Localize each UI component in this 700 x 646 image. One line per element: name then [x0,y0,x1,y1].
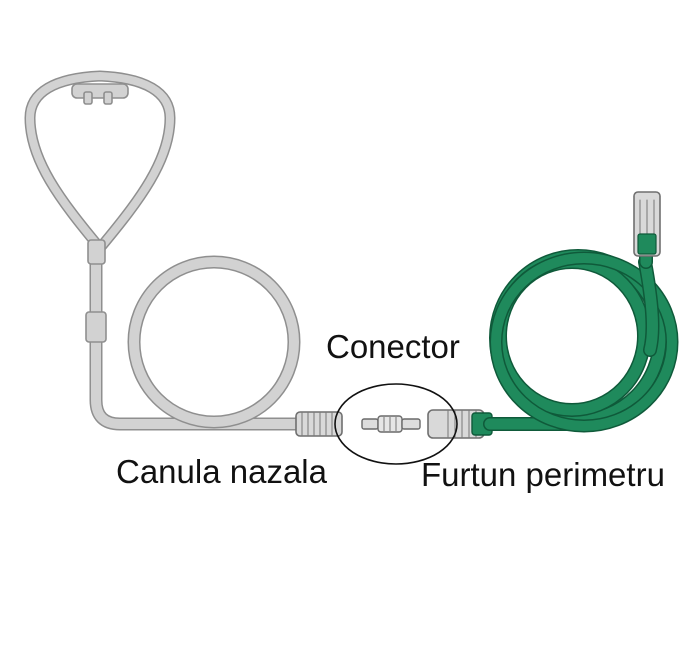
nasal-cannula-icon [24,70,343,437]
perimeter-tube-icon [427,191,679,439]
perimeter-tube-label: Furtun perimetru [421,456,665,493]
connector-highlight [334,383,458,465]
connector-label: Conector [326,328,460,365]
connector-icon [361,415,421,433]
nasal-cannula-label: Canula nazala [116,453,327,490]
